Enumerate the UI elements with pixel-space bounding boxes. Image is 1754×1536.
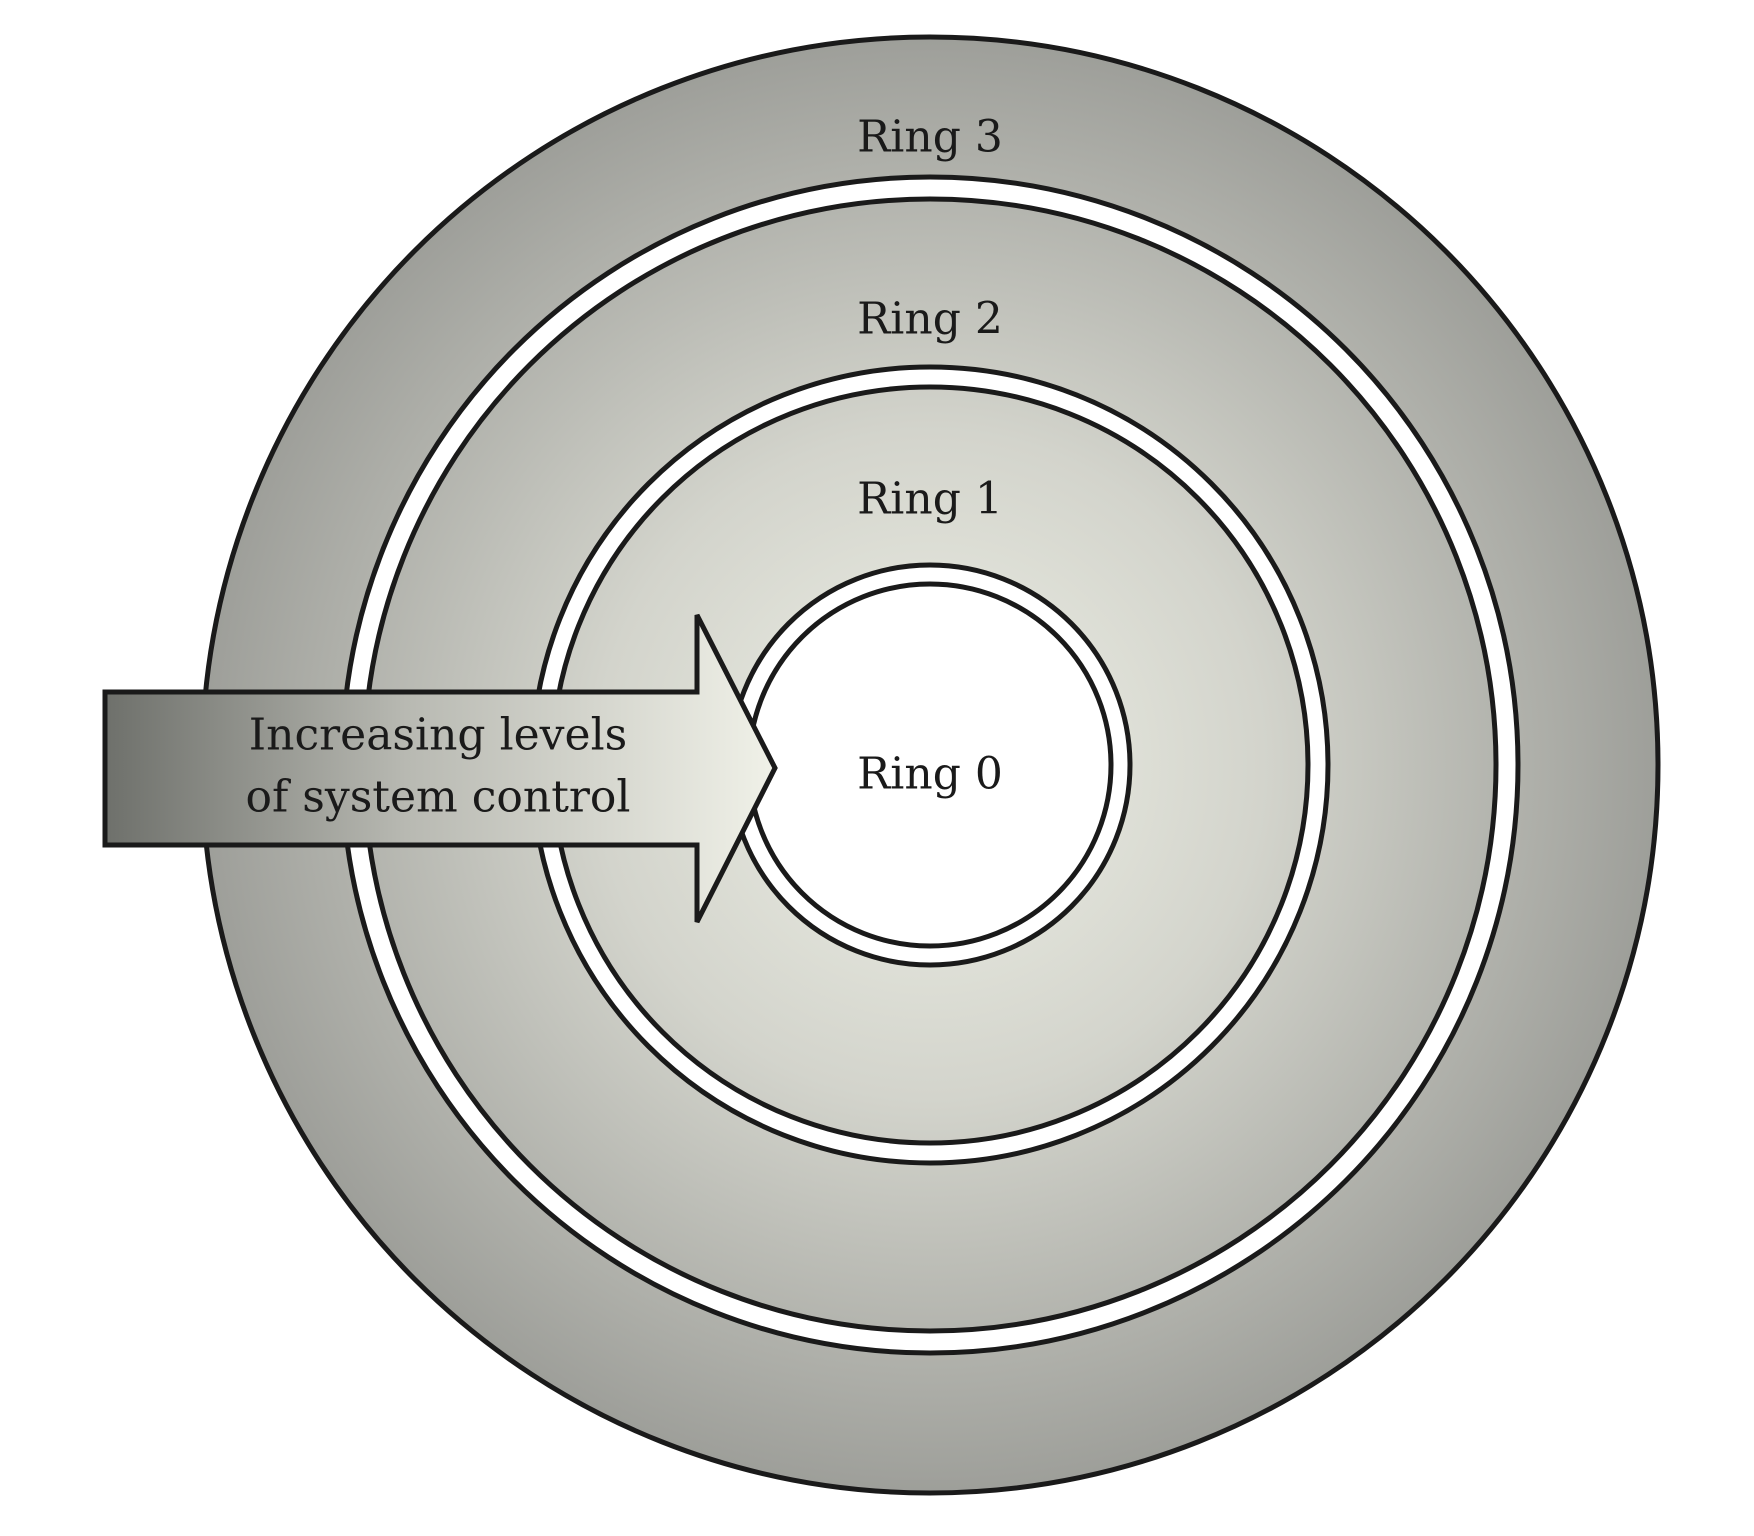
ring-0-label: Ring 0 xyxy=(857,749,1003,800)
control-level-arrow xyxy=(102,613,778,924)
arrow-label-line-1: Increasing levels xyxy=(249,710,627,761)
ring-1-label: Ring 1 xyxy=(857,474,1003,525)
arrow-label-line-2: of system control xyxy=(246,772,631,823)
ring-3-label: Ring 3 xyxy=(857,112,1003,163)
ring-2-label: Ring 2 xyxy=(857,294,1003,345)
